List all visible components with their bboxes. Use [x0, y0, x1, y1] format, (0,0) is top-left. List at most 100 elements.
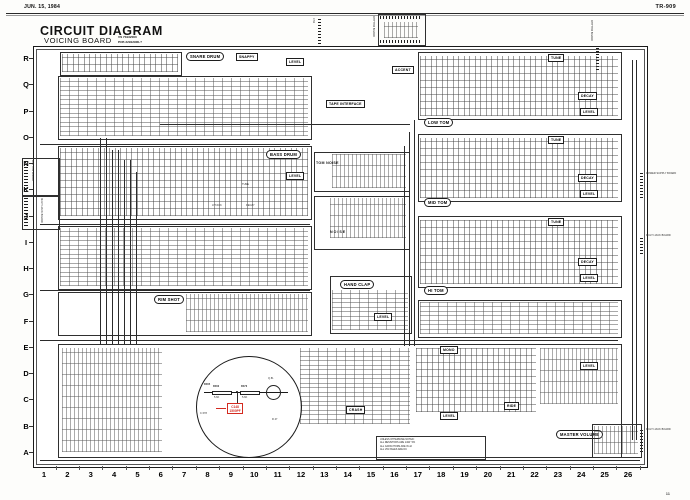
part-numbers: VS 73132000 PCB 22912900-? [118, 35, 142, 44]
top-connector-block [378, 14, 426, 46]
row-tick-q [29, 84, 33, 86]
multi-jack-board-label-bottom: MULTI JACK BOARD [646, 428, 671, 431]
column-label-19: 19 [460, 470, 469, 479]
psu-connector-pins [640, 172, 643, 198]
connector-block-lower [22, 196, 60, 230]
column-label-5: 5 [135, 470, 140, 479]
column-label-24: 24 [577, 470, 586, 479]
top-connector-pins-a [380, 16, 422, 19]
power-supply-board-label: POWER SUPPLY BOARD [646, 172, 677, 175]
schematic-frame-inner [36, 49, 645, 465]
column-label-4: 4 [111, 470, 117, 479]
control-label-bass-level: LEVEL [286, 172, 305, 180]
mixer-far-right-parts [540, 348, 618, 404]
control-label-mixer-level: LEVEL [580, 362, 599, 370]
mixer-input-parts [62, 348, 162, 452]
top-connector-pins-b [380, 40, 422, 43]
column-label-20: 20 [483, 470, 493, 479]
control-label-clap-level: LEVEL [374, 313, 393, 321]
column-label-26: 26 [623, 470, 633, 479]
connector-label-lower: MULTI JACK BOARD [40, 198, 43, 223]
row-tick-k [29, 189, 33, 191]
column-label-9: 9 [228, 470, 233, 479]
connector-pins-upper [24, 160, 28, 192]
detail-value-r460: 5.6K [214, 396, 220, 399]
bus-v-right-1 [414, 120, 415, 346]
bus-v-2 [106, 138, 107, 344]
hi-tom-parts [420, 220, 618, 284]
control-label-low-tom-level: LEVEL [580, 108, 599, 116]
column-label-25: 25 [600, 470, 609, 479]
column-label-11: 11 [273, 470, 282, 479]
master-volume-parts [594, 426, 638, 454]
snare-input-parts [62, 54, 178, 72]
row-label-g: G [23, 290, 29, 300]
hi-tom-block [418, 216, 622, 288]
block-label-tom-noise: TOM NOISE [316, 161, 339, 165]
column-tick-13 [336, 466, 337, 470]
column-tick-19 [476, 466, 477, 470]
column-label-1: 1 [41, 470, 47, 479]
row-tick-j [29, 215, 33, 217]
master-volume-block [592, 424, 642, 458]
row-label-r: R [23, 54, 29, 63]
top-connector-detail [384, 22, 418, 38]
row-tick-g [29, 294, 33, 296]
row-label-e: E [23, 342, 29, 352]
column-tick-20 [499, 466, 501, 470]
tom-noise-parts [332, 154, 406, 188]
detail-highlighted-component: C148 1500PF [227, 403, 244, 415]
block-label-noise: NOISE [330, 230, 347, 234]
column-tick-1 [55, 466, 57, 470]
connector-label-upper: RHYTHM BOARD [31, 160, 34, 181]
bus-v-1 [100, 138, 101, 344]
block-label-mid-tom: MID TOM [424, 198, 452, 208]
column-label-6: 6 [158, 470, 163, 479]
column-label-10: 10 [250, 470, 259, 479]
row-tick-c [29, 399, 33, 401]
bus-v-right-edge-2 [636, 60, 637, 440]
mixer-right-parts [416, 348, 536, 412]
low-tom-block [418, 52, 622, 120]
page-title: CIRCUIT DIAGRAM [40, 24, 163, 38]
column-label-15: 15 [366, 470, 376, 479]
block-label-hand-clap: HAND CLAP [340, 280, 375, 290]
connector-pins-lower [24, 198, 28, 226]
row-tick-h [29, 268, 33, 269]
mixer-section-block [58, 344, 622, 458]
detail-resistor-r473 [240, 391, 260, 395]
bus-v-3 [112, 150, 113, 344]
column-label-17: 17 [413, 470, 422, 479]
top-right-connector-label: RHYTHM BOARD [590, 20, 593, 41]
bus-h-bottom [40, 460, 640, 461]
column-label-14: 14 [343, 470, 352, 479]
column-tick-11 [289, 466, 291, 470]
detail-label-q81: Q 81 [268, 377, 274, 380]
noise-parts [330, 198, 406, 238]
header-rule [6, 13, 684, 14]
multi-jack-connector-pins-top [640, 236, 643, 254]
control-label-mid-tom-level: LEVEL [580, 190, 599, 198]
page-number: 11 [665, 491, 670, 496]
detail-label-r47: R 47 [272, 418, 278, 421]
mid-tom-parts [420, 138, 618, 198]
row-tick-f [29, 320, 33, 322]
part-number-vs: VS 73132000 [118, 35, 137, 39]
block-label-accent: ACCENT [392, 66, 414, 74]
bus-h-upper-2 [40, 144, 310, 145]
row-label-q: Q [23, 80, 29, 90]
column-tick-7 [195, 466, 197, 470]
column-tick-2 [79, 466, 80, 470]
top-connector-pins-c [318, 18, 321, 44]
control-label-snare-level: LEVEL [286, 58, 305, 66]
detail-magnifier [196, 356, 302, 458]
page-subtitle: VOICING BOARD [44, 36, 112, 45]
row-label-d: D [23, 369, 29, 379]
column-tick-24 [592, 466, 594, 470]
column-label-13: 13 [320, 470, 329, 479]
block-label-snare-drum: SNARE DRUM [186, 52, 225, 62]
connector-block-upper [22, 158, 60, 196]
column-tick-12 [312, 466, 314, 470]
hand-clap-parts [332, 290, 408, 330]
control-label-bass-tune: TUNE [242, 183, 250, 186]
